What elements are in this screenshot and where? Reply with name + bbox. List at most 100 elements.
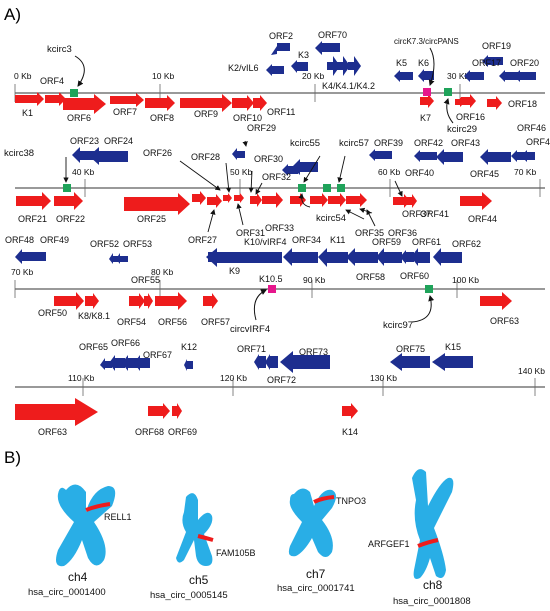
label-orf30: ORF30 [254,154,283,164]
arrow-orf40 [394,180,403,197]
gene-k14 [342,403,358,419]
arrow-virf4 [253,289,267,321]
label-orf19: ORF19 [482,41,511,51]
gene-orf62 [433,248,462,266]
label-orf56: ORF56 [158,317,187,327]
label-k11: K11 [330,235,345,245]
label-orf24: ORF24 [104,136,133,146]
gene-orf63b [15,398,98,426]
arrow-kcirc3 [74,55,85,87]
label-orf11: ORF11 [267,107,295,117]
scale-70kb: 70 Kb [11,267,33,277]
gene-orf42 [414,150,437,162]
gene-orf50 [54,292,84,310]
gene-orf19 [482,55,503,67]
gene-orf48 [15,249,46,264]
label-orf59: ORF59 [372,237,401,247]
label-kcirc57: kcirc57 [339,138,369,149]
gene-orf36 [328,193,346,207]
gene-orf63a [480,292,512,310]
label-pans: circK7.3/circPANS [394,37,459,46]
label-orf26: ORF26 [143,148,172,158]
label-orf73: ORF73 [299,347,328,357]
gene-orf39 [369,149,392,161]
label-orf63b: ORF63 [38,427,67,437]
gene-orf32 [250,193,262,207]
label-orf60: ORF60 [400,271,429,281]
track-4: 110 Kb 120 Kb 130 Kb 140 Kb ORF65 ORF66 … [15,338,545,437]
label-orf9: ORF9 [194,109,218,119]
gene-orf45 [480,149,511,165]
scale-90kb: 90 Kb [303,275,325,285]
label-kcirc97: kcirc97 [383,320,413,331]
gene-label-ch5: FAM105B [216,548,256,558]
gene-k5 [394,70,413,82]
label-orf16: ORF16 [456,112,485,122]
arrow-kcirc57 [337,155,346,183]
label-orf17: ORF17 [472,58,501,68]
label-k4: K4/K4.1/K4.2 [322,81,375,91]
arrow-orf37 [359,207,373,214]
circ-id-ch8: hsa_circ_0001808 [393,596,471,607]
label-orf27: ORF27 [188,235,217,245]
gene-orf28 [223,193,232,203]
scale-10kb: 10 Kb [152,71,174,81]
label-orf2: ORF2 [269,31,293,41]
label-orf52: ORF52 [90,239,119,249]
track-1: 0 Kb 10 Kb 20 Kb 30 Kb [14,30,545,135]
gene-orf59 [376,248,402,266]
label-orf10: ORF10 [233,113,262,123]
label-orf62: ORF62 [452,239,481,249]
label-orf46: ORF46 [517,123,546,133]
circ-kcirc29-marker [444,88,452,96]
gene-k4a [327,56,340,76]
gene-orf22 [54,192,83,210]
scale-70kb-top: 70 Kb [514,167,536,177]
circ-pans-marker [423,88,431,96]
gene-orf29b [292,159,318,175]
label-orf8: ORF8 [150,113,174,123]
arrow-orf26 [179,160,221,191]
gene-orf53 [116,253,128,264]
label-orf54: ORF54 [117,317,146,327]
gene-k4b [337,56,350,76]
gene-orf2 [271,43,290,55]
label-orf55: ORF55 [131,275,160,285]
gene-k15 [432,353,473,371]
label-k3: K3 [298,50,309,60]
label-orf41: ORF41 [420,209,449,219]
label-orf21: ORF21 [18,214,47,224]
gene-k3 [291,60,308,73]
label-orf36: ORF36 [388,228,417,238]
gene-orf37 [346,193,367,207]
gene-orf10 [232,95,254,111]
gene-orf56 [155,292,187,310]
label-orf33: ORF33 [265,223,294,233]
scale-30kb: 30 Kb [447,71,469,81]
label-kcirc38: kcirc38 [4,148,34,159]
circ-kcirc55-marker [298,184,306,192]
scale-110kb: 110 Kb [68,373,95,383]
arrow-orf35 [345,209,365,220]
gene-orf44 [460,192,492,210]
label-k10: K10/vIRF4 [244,237,287,247]
gene-orf60 [400,250,414,264]
gene-orf66a [109,355,125,371]
gene-k4c [348,56,361,76]
arrow-orf32 [255,182,263,195]
gene-k9b [283,248,318,266]
gene-orf16b [455,97,465,107]
gene-orf71 [254,354,266,370]
label-orf28: ORF28 [191,152,220,162]
chr-label-ch8: ch8 [423,578,443,592]
label-orf42: ORF42 [414,138,443,148]
scale-100kb: 100 Kb [452,275,479,285]
scale-120kb: 120 Kb [220,373,247,383]
panel-b-letter: B) [4,448,21,467]
gene-k8 [85,293,99,309]
label-orf20: ORF20 [510,58,539,68]
circ-kcirc97-marker [425,285,433,293]
scale-40kb: 40 Kb [72,167,94,177]
band-ch7 [313,495,335,504]
label-orf75: ORF75 [396,344,425,354]
